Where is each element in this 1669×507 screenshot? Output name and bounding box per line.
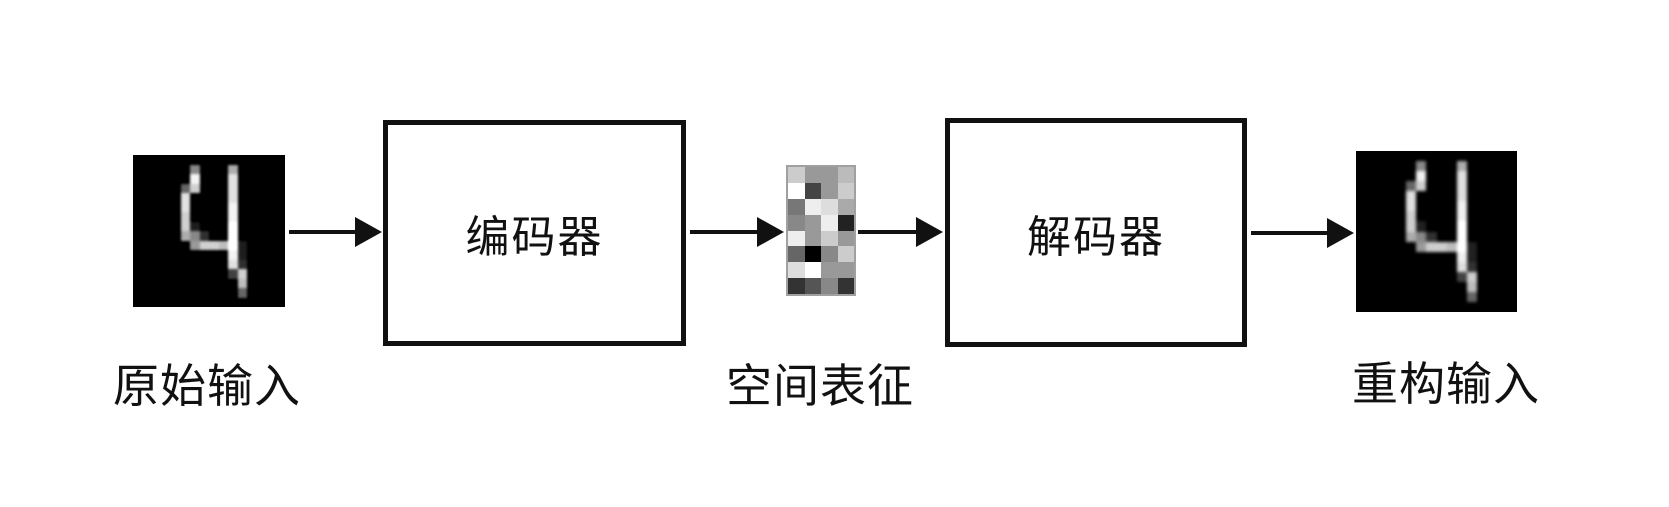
output-caption: 重构输入 [1352, 358, 1540, 410]
arrow-input-to-encoder [289, 217, 382, 247]
input-digit-pixels [133, 155, 285, 307]
arrow-head-icon [916, 217, 943, 247]
latent-pixels [788, 167, 854, 294]
decoder-box: 解码器 [945, 118, 1247, 347]
arrow-shaft [858, 230, 916, 234]
latent-caption: 空间表征 [726, 360, 914, 412]
arrow-shaft [690, 230, 757, 234]
encoder-label: 编码器 [465, 213, 604, 262]
arrow-shaft [1251, 231, 1327, 235]
arrow-head-icon [1327, 218, 1354, 248]
input-caption: 原始输入 [113, 360, 301, 412]
output-digit-image [1356, 151, 1517, 312]
arrow-shaft [289, 230, 355, 234]
arrow-head-icon [757, 217, 784, 247]
arrow-latent-to-decoder [858, 217, 943, 247]
input-digit-image [133, 155, 285, 307]
arrow-decoder-to-output [1251, 218, 1354, 248]
latent-representation-image [786, 165, 856, 296]
output-digit-pixels [1356, 151, 1517, 312]
decoder-label: 解码器 [1027, 212, 1165, 262]
arrow-head-icon [355, 217, 382, 247]
arrow-encoder-to-latent [690, 217, 784, 247]
encoder-box: 编码器 [383, 120, 686, 346]
